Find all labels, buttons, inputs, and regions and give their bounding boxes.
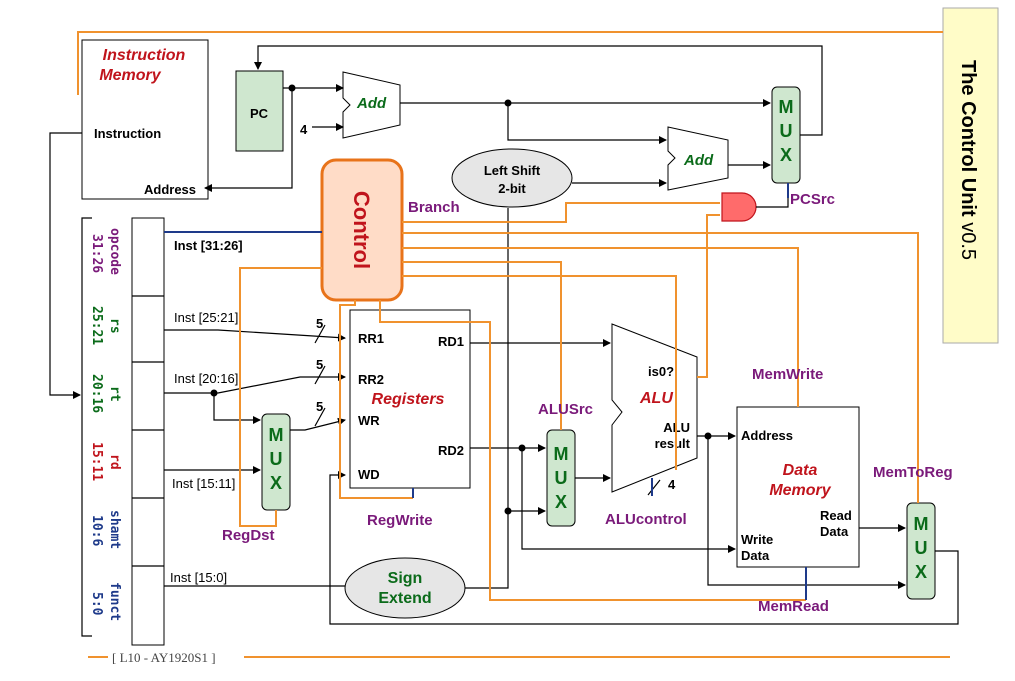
top-orange-line: [77, 31, 943, 95]
alu: ALU is0? ALU result: [611, 323, 698, 493]
pcsrc-mux: M U X: [771, 86, 801, 184]
regdst-label: RegDst: [222, 527, 275, 544]
dmem-read-1: Read: [820, 508, 852, 523]
instruction-memory: Instruction Memory Instruction Address: [81, 39, 209, 200]
alusrc-mux: M U X: [546, 429, 576, 527]
footer: [ L10 - AY1920S1 ]: [88, 650, 950, 665]
field-shamt-bits: 10:6: [89, 515, 104, 546]
dmem-address: Address: [741, 428, 793, 443]
pc-label: PC: [250, 106, 269, 121]
branch-label: Branch: [408, 199, 460, 216]
field-shamt-name: shamt: [107, 510, 122, 549]
inst-20-16-label: Inst [20:16]: [174, 371, 238, 386]
memtoreg-label: MemToReg: [873, 464, 953, 481]
field-rd-name: rd: [107, 454, 122, 470]
alu-control-width: 4: [668, 477, 676, 492]
inst-25-21-label: Inst [25:21]: [174, 310, 238, 325]
reg-rr2: RR2: [358, 372, 384, 387]
field-rs-name: rs: [107, 318, 122, 334]
control-label: Control: [349, 191, 374, 269]
reg-wd: WD: [358, 467, 380, 482]
regdst-mux: M U X: [261, 413, 291, 511]
dmem-write-2: Data: [741, 548, 770, 563]
control-wires: [239, 202, 919, 601]
alu-is0: is0?: [648, 364, 674, 379]
reg-rr1: RR1: [358, 331, 384, 346]
slide-version: v0.5: [957, 217, 979, 260]
field-rt-bits: 20:16: [89, 374, 104, 413]
field-rt-name: rt: [107, 386, 122, 402]
left-shift-line2: 2-bit: [498, 181, 526, 196]
data-memory: Address Data Memory Write Data Read Data: [736, 406, 860, 568]
field-rs-bits: 25:21: [89, 306, 104, 345]
branch-adder: Add: [667, 126, 729, 191]
inst-15-11-label: Inst [15:11]: [172, 476, 235, 491]
reg-rd2: RD2: [438, 443, 464, 458]
pcsrc-label: PCSrc: [790, 191, 835, 208]
field-funct-name: funct: [107, 582, 122, 621]
mux-m: M: [779, 97, 794, 117]
data-wires: [49, 45, 959, 625]
rr1-width: 5: [316, 316, 323, 331]
reg-wr: WR: [358, 413, 380, 428]
memread-label: MemRead: [758, 598, 829, 615]
field-opcode-bits: 31:26: [89, 234, 104, 273]
register-file: RR1 RR2 WR WD RD1 RD2 Registers: [349, 309, 471, 489]
dmem-title-1: Data: [783, 462, 818, 479]
field-opcode-name: opcode: [107, 228, 122, 275]
footer-text: [ L10 - AY1920S1 ]: [112, 650, 216, 665]
control-unit: Control: [320, 158, 404, 302]
svg-text:M: M: [554, 444, 569, 464]
svg-text:The Control Unit v0.5: The Control Unit v0.5: [957, 60, 979, 260]
alusrc-label: ALUSrc: [538, 401, 593, 418]
sign-extend-line2: Extend: [378, 590, 431, 607]
memwrite-label: MemWrite: [752, 366, 823, 383]
svg-text:X: X: [555, 492, 567, 512]
constant-four: 4: [300, 122, 308, 137]
left-shift-line1: Left Shift: [484, 163, 541, 178]
alu-result-2: result: [655, 436, 691, 451]
imem-instruction-label: Instruction: [94, 126, 161, 141]
branch-adder-label: Add: [683, 152, 714, 169]
alucontrol-label: ALUcontrol: [605, 511, 687, 528]
imem-address-label: Address: [144, 182, 196, 197]
rr2-width: 5: [316, 357, 323, 372]
dmem-title-2: Memory: [769, 482, 831, 499]
inst-15-0-label: Inst [15:0]: [170, 570, 227, 585]
pc-adder: Add: [342, 71, 401, 139]
field-labels: opcode 31:26 rs 25:21 rt 20:16 rd 15:11 …: [89, 228, 122, 621]
svg-text:M: M: [914, 514, 929, 534]
pc-adder-label: Add: [356, 95, 387, 112]
inst-31-26-label: Inst [31:26]: [174, 238, 243, 253]
dmem-read-2: Data: [820, 524, 849, 539]
reg-rd1: RD1: [438, 334, 464, 349]
svg-text:U: U: [270, 449, 283, 469]
svg-text:X: X: [270, 473, 282, 493]
field-rd-bits: 15:11: [89, 442, 104, 481]
svg-text:X: X: [915, 562, 927, 582]
svg-text:U: U: [915, 538, 928, 558]
alu-title: ALU: [639, 390, 673, 407]
mux-u: U: [780, 121, 793, 141]
left-shift: Left Shift 2-bit: [451, 148, 573, 208]
pc-register: PC: [235, 70, 284, 152]
regwrite-label: RegWrite: [367, 512, 433, 529]
slide-title: The Control Unit: [957, 60, 979, 217]
wr-width: 5: [316, 399, 323, 414]
title-panel: The Control Unit v0.5: [942, 7, 999, 344]
imem-title-1: Instruction: [103, 47, 186, 64]
and-gate: [721, 192, 757, 222]
svg-text:U: U: [555, 468, 568, 488]
instruction-fields: [81, 217, 165, 646]
memtoreg-mux: M U X: [906, 502, 936, 600]
registers-title: Registers: [372, 391, 445, 408]
field-funct-bits: 5:0: [89, 592, 104, 616]
dmem-write-1: Write: [741, 532, 773, 547]
svg-text:M: M: [269, 425, 284, 445]
mux-x: X: [780, 145, 792, 165]
sign-extend-line1: Sign: [388, 570, 423, 587]
imem-title-2: Memory: [99, 67, 161, 84]
sign-extend: Sign Extend: [344, 557, 466, 619]
